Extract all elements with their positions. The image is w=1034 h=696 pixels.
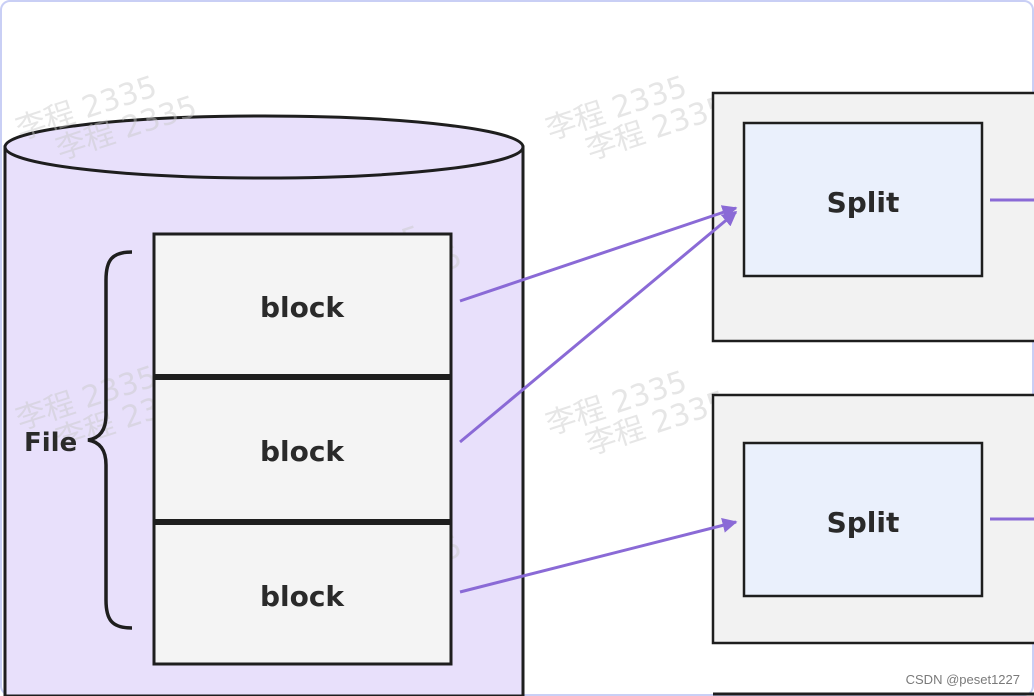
block-label: block — [260, 580, 345, 613]
cylinder-top — [3, 114, 525, 180]
arrow-block1-split1 — [459, 205, 738, 303]
arrow-block3-split2 — [459, 518, 738, 594]
block-label: block — [260, 291, 345, 324]
split-label: Split — [827, 506, 900, 539]
split-container-1: Split — [711, 91, 1034, 343]
split-label: Split — [827, 186, 900, 219]
split-box-1 — [742, 121, 984, 278]
block-1: block — [152, 232, 453, 379]
arrow-block2-split1 — [459, 210, 738, 444]
block-2: block — [152, 375, 453, 524]
split-container-2: Split — [711, 393, 1034, 645]
block-label: block — [260, 435, 345, 468]
file-brace-icon — [87, 250, 133, 630]
file-label: File — [24, 428, 77, 458]
split-box-2 — [742, 441, 984, 598]
credit-text: CSDN @peset1227 — [905, 672, 1020, 687]
block-3: block — [152, 520, 453, 666]
